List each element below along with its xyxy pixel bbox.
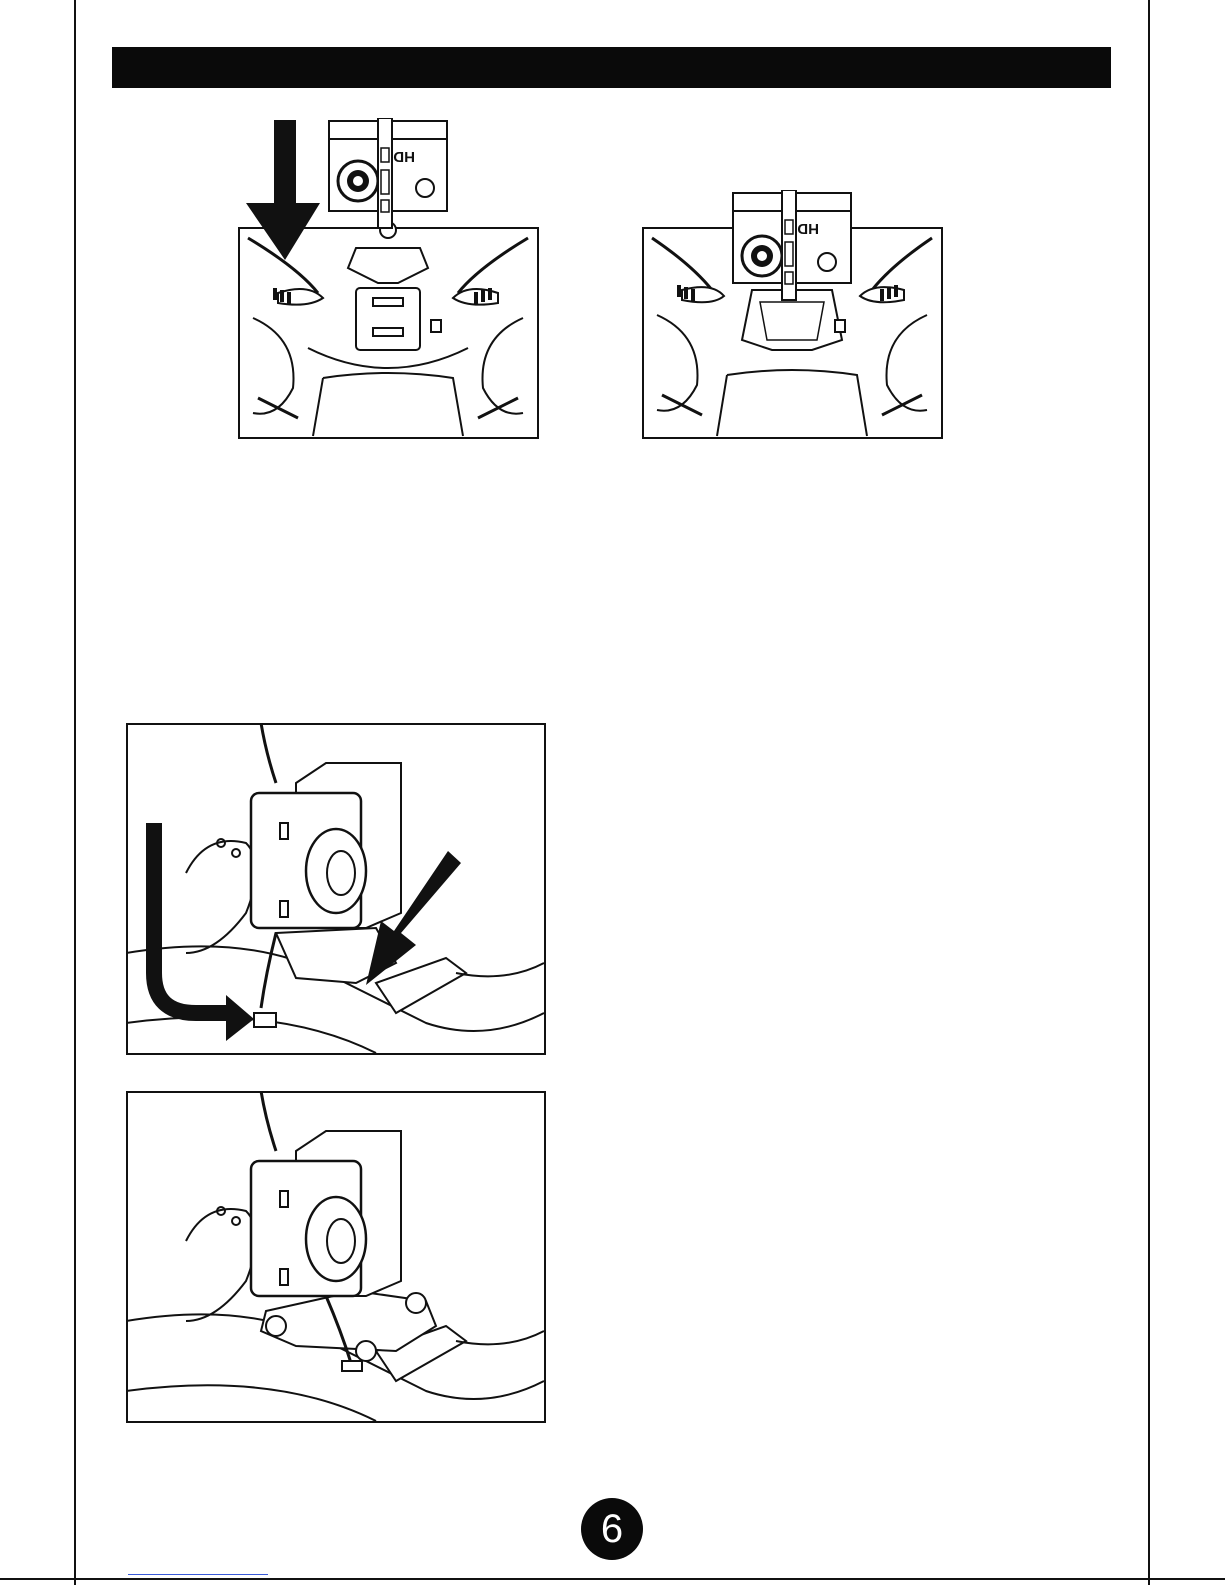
section-header-bar	[112, 47, 1111, 88]
section-header-title	[112, 55, 126, 80]
footer-link-underline[interactable]	[128, 1574, 268, 1575]
camera-badge: HD	[393, 148, 415, 165]
page-border-bottom	[0, 1578, 1225, 1580]
figure-camera-mounted: HD	[642, 190, 944, 440]
page-number: 6	[581, 1498, 643, 1560]
page-border-left	[74, 0, 76, 1585]
figure-cable-connect	[126, 723, 546, 1055]
camera-badge: HD	[797, 220, 819, 237]
page-border-right	[1148, 0, 1150, 1585]
figure-cable-connected	[126, 1091, 546, 1423]
figure-camera-insert: HD	[238, 118, 540, 440]
